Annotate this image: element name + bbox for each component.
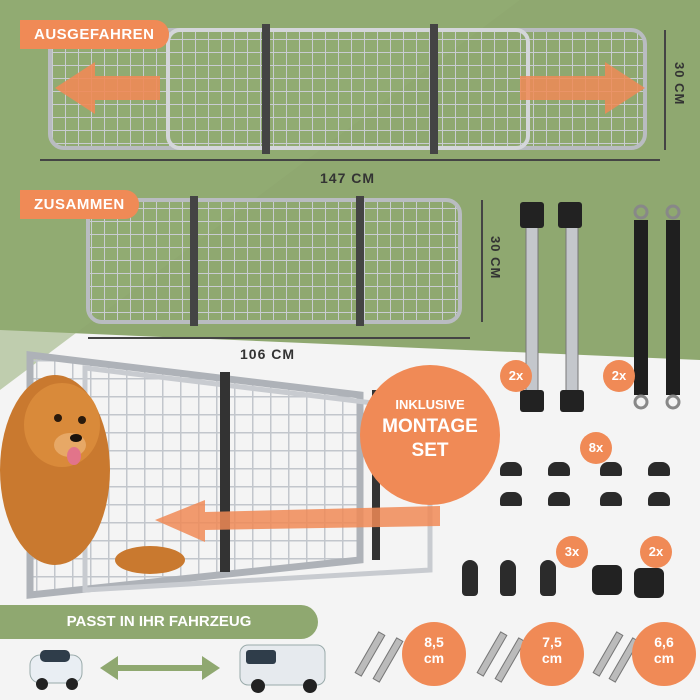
- bolt-size-badge-2: 7,5 cm: [520, 622, 584, 686]
- size-range-arrow: [100, 656, 220, 680]
- mounting-straps: [633, 204, 681, 410]
- bolt-size-badge-1: 8,5 cm: [402, 622, 466, 686]
- together-grille: [86, 196, 462, 326]
- clip-icon: [600, 492, 622, 506]
- clip-icon: [548, 462, 570, 476]
- van-icon: [239, 644, 326, 693]
- bolt-size-value-2: 7,5: [542, 634, 562, 650]
- montage-line2: MONTAGE: [382, 416, 478, 437]
- clip-icon: [600, 462, 622, 476]
- clips-count-badge: 8x: [580, 432, 612, 464]
- hooks-count-badge: 3x: [556, 536, 588, 568]
- hook-icon: [540, 560, 556, 596]
- straps-count-badge: 2x: [603, 360, 635, 392]
- bolt-size-unit-2: cm: [541, 650, 563, 666]
- tag-together: ZUSAMMEN: [20, 190, 139, 219]
- small-car-icon: [29, 650, 83, 690]
- bolt-size-value-1: 8,5: [424, 634, 444, 650]
- knob-icon: [592, 565, 622, 595]
- hook-icon: [500, 560, 516, 596]
- extended-height-label: 30 CM: [672, 62, 687, 106]
- hook-icon: [462, 560, 478, 596]
- clip-icon: [548, 492, 570, 506]
- bolt-size-badge-3: 6,6 cm: [632, 622, 696, 686]
- bolt-size-value-3: 6,6: [654, 634, 674, 650]
- together-height-label: 30 CM: [488, 236, 503, 280]
- fit-banner: PASST IN IHR FAHRZEUG: [0, 605, 318, 639]
- rods-count-badge: 2x: [500, 360, 532, 392]
- together-width-label: 106 CM: [240, 346, 296, 362]
- clip-icon: [648, 462, 670, 476]
- montage-line3: SET: [411, 440, 449, 461]
- extended-grille: [48, 24, 647, 154]
- tag-extended: AUSGEFAHREN: [20, 20, 169, 49]
- clip-icon: [648, 492, 670, 506]
- clip-icon: [500, 462, 522, 476]
- bolt-size-unit-1: cm: [423, 650, 445, 666]
- golden-retriever-image: [0, 375, 185, 574]
- knobs-count-badge: 2x: [640, 536, 672, 568]
- clip-icon: [500, 492, 522, 506]
- knob-icon: [634, 568, 664, 598]
- montage-set-badge: INKLUSIVE MONTAGE SET: [360, 365, 500, 505]
- montage-line1: INKLUSIVE: [395, 397, 465, 412]
- extended-width-label: 147 CM: [320, 170, 376, 186]
- telescopic-rods: [520, 202, 584, 412]
- bolt-size-unit-3: cm: [653, 650, 675, 666]
